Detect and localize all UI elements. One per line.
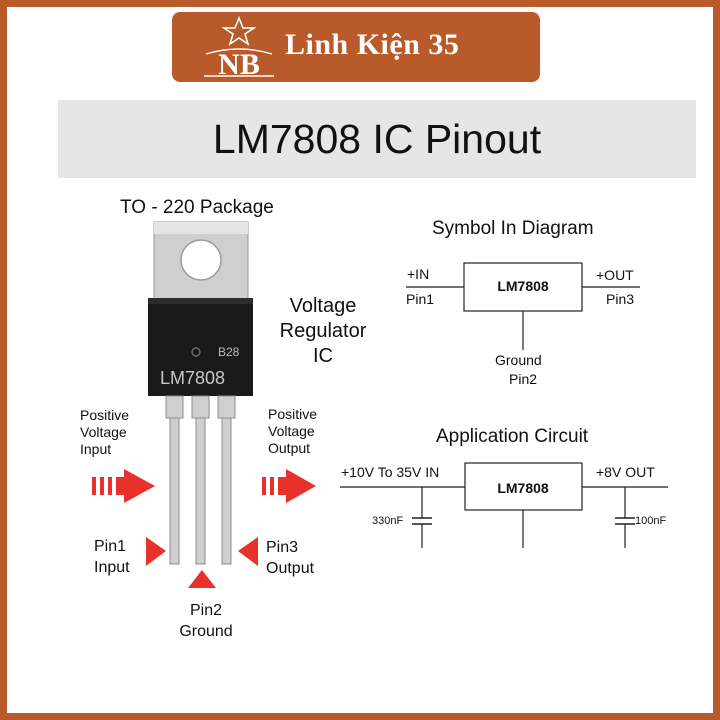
brand-banner: [172, 12, 540, 82]
application-title: Application Circuit: [436, 426, 589, 447]
app-output-label: +8V OUT: [596, 464, 655, 480]
symbol-pin2-label: Pin2: [509, 371, 538, 387]
symbol-title: Symbol In Diagram: [432, 218, 594, 239]
pin1-input-label: Pin1 Input: [94, 538, 130, 576]
page-title: LM7808 IC Pinout: [212, 116, 542, 162]
logo-mark-icon: [191, 347, 201, 357]
pin2-pointer-icon: [188, 570, 216, 588]
app-input-label: +10V To 35V IN: [341, 464, 440, 480]
marking-part: LM7808: [160, 368, 225, 388]
star-icon: [221, 15, 257, 46]
symbol-in-label: +IN: [407, 266, 430, 282]
positive-voltage-output-label: Positive Voltage Output: [268, 406, 318, 456]
marking-code: B28: [218, 345, 240, 359]
output-cap-value: 100nF: [635, 515, 667, 527]
pin1-pointer-icon: [146, 537, 166, 566]
package-title: TO - 220 Package: [120, 197, 274, 218]
brand-name: Linh Kiện 35: [285, 28, 460, 61]
symbol-box: [463, 262, 583, 312]
ic-body: [148, 298, 253, 396]
pin2-ground-label: Pin2 Ground: [179, 602, 233, 640]
symbol-ground-label: Ground: [495, 352, 542, 368]
app-box-label: LM7808: [497, 480, 549, 496]
symbol-pin1-label: Pin1: [406, 291, 435, 307]
logo-text: NB: [218, 48, 260, 80]
title-band: [58, 100, 696, 178]
pin3-pointer-icon: [238, 537, 258, 566]
voltage-regulator-label: Voltage Regulator IC: [279, 295, 367, 367]
input-cap-value: 330nF: [372, 515, 404, 527]
symbol-box-label: LM7808: [497, 278, 549, 294]
pin3-output-label: Pin3 Output: [266, 539, 315, 577]
brand-logo: NB: [204, 15, 274, 80]
output-arrow-icon: [262, 469, 316, 503]
symbol-pin3-label: Pin3: [606, 291, 635, 307]
mounting-hole: [180, 239, 222, 281]
output-capacitor-icon: [615, 487, 635, 548]
input-arrow-icon: [92, 469, 155, 503]
symbol-out-label: +OUT: [596, 267, 634, 283]
input-capacitor-icon: [412, 487, 432, 548]
positive-voltage-input-label: Positive Voltage Input: [80, 407, 130, 457]
